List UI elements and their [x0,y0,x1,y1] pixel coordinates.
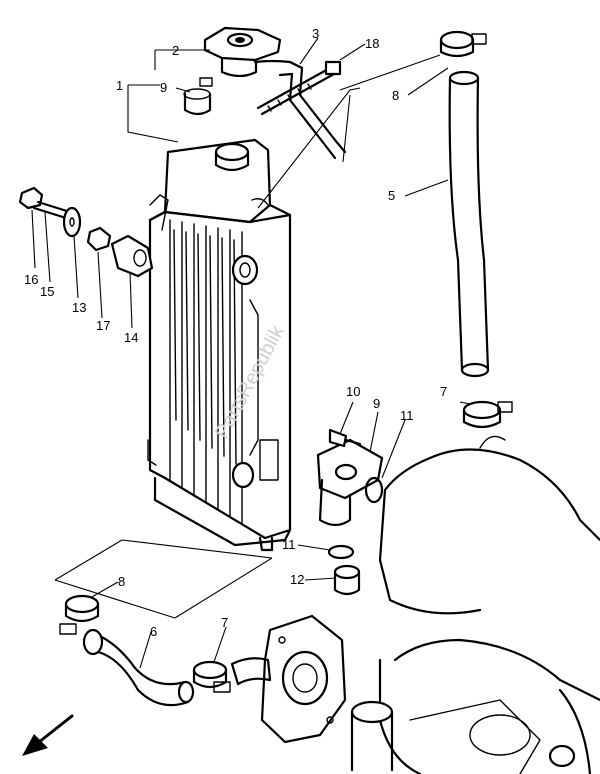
lower-right-clamp [192,660,231,693]
callout-16: 14 [124,330,138,345]
callout-3: 3 [312,26,319,41]
leader-lines [31,37,471,669]
radiator-cap [203,26,282,78]
callout-8-lower: 8 [118,574,125,589]
assembly-brackets [54,49,441,619]
o-ring-bottom [327,544,355,560]
callout-6: 6 [150,624,157,639]
callout-11-bottom: 11 [282,537,296,552]
callout-4: 9 [160,80,167,95]
callout-17: 17 [96,318,110,333]
callout-13: 13 [72,300,86,315]
overflow-hose [253,59,347,160]
right-hose-clamp [462,400,513,429]
callout-9: 9 [373,396,380,411]
callout-15: 15 [40,284,54,299]
o-ring-right [364,476,384,504]
callout-8-upper: 8 [392,88,399,103]
callout-5: 5 [388,188,395,203]
water-pump-cover [230,614,347,744]
arrow-down-left-icon [22,714,74,756]
upper-hose [448,70,490,378]
lower-hose [82,628,195,707]
mounting-hardware [18,186,154,278]
overflow-clamp [183,77,213,116]
radiator [147,138,292,552]
callout-12: 12 [290,572,304,587]
callout-14: 16 [24,272,38,287]
callout-11-right: 11 [400,408,414,423]
callout-7-right: 7 [440,384,447,399]
pipe-collar [333,564,361,596]
lower-hose-clamp [59,594,100,635]
callout-18: 18 [365,36,379,51]
engine-outlet-fitting [316,428,384,527]
callout-2: 2 [172,43,179,58]
upper-hose-clamp [439,30,487,58]
cable-tie [256,60,342,116]
callout-10: 10 [346,384,360,399]
callout-1: 1 [116,78,123,93]
engine-case [350,435,600,774]
callout-7-lower: 7 [221,615,228,630]
